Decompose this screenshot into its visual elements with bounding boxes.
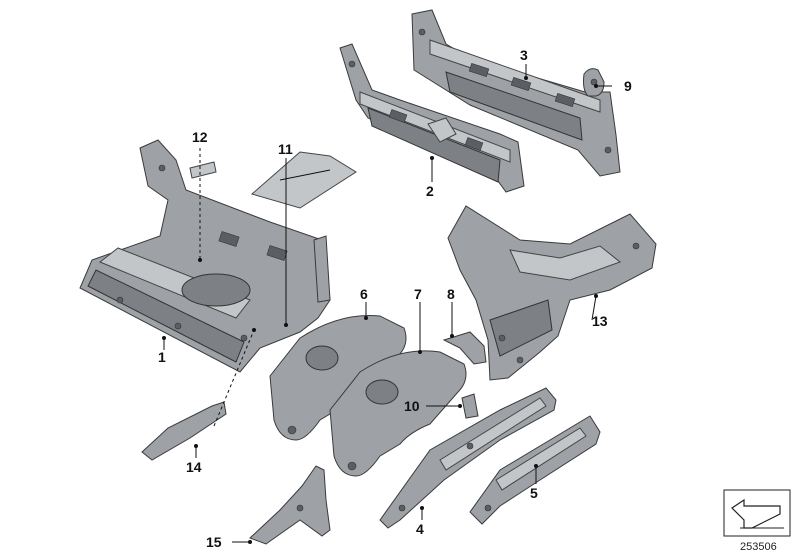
callout-1: 1 bbox=[158, 349, 166, 365]
part-3-rear-panel-upper bbox=[411, 9, 621, 177]
callout-8: 8 bbox=[447, 286, 455, 302]
part-4-longitudinal-member bbox=[379, 387, 557, 529]
diagram-number: 253506 bbox=[740, 541, 777, 553]
callout-4: 4 bbox=[416, 521, 424, 537]
callout-11: 11 bbox=[278, 141, 293, 157]
part-13-side-frame bbox=[447, 205, 657, 381]
callout-14: 14 bbox=[186, 459, 202, 475]
part-14-crossmember bbox=[141, 401, 227, 461]
callout-5: 5 bbox=[530, 485, 538, 501]
callout-13: 13 bbox=[592, 313, 608, 329]
callout-7: 7 bbox=[414, 286, 422, 302]
callout-12: 12 bbox=[192, 129, 208, 145]
callout-9: 9 bbox=[624, 78, 632, 94]
part-1-floor-pan bbox=[79, 139, 331, 373]
callout-10: 10 bbox=[404, 398, 420, 414]
part-10-bracket bbox=[461, 393, 479, 419]
part-2-rear-panel bbox=[339, 43, 525, 193]
part-15-bracket bbox=[249, 465, 331, 545]
part-12-strip bbox=[189, 161, 217, 179]
leader-dots bbox=[162, 76, 598, 544]
part-8-bracket bbox=[442, 331, 487, 365]
part-5-side-member bbox=[469, 415, 601, 525]
callout-6: 6 bbox=[360, 286, 368, 302]
callout-3: 3 bbox=[520, 47, 528, 63]
orientation-arrow-icon bbox=[723, 489, 791, 537]
callout-15: 15 bbox=[206, 534, 222, 550]
part-9-bracket bbox=[583, 68, 605, 97]
part-11-cover bbox=[250, 151, 357, 209]
callout-2: 2 bbox=[426, 183, 434, 199]
